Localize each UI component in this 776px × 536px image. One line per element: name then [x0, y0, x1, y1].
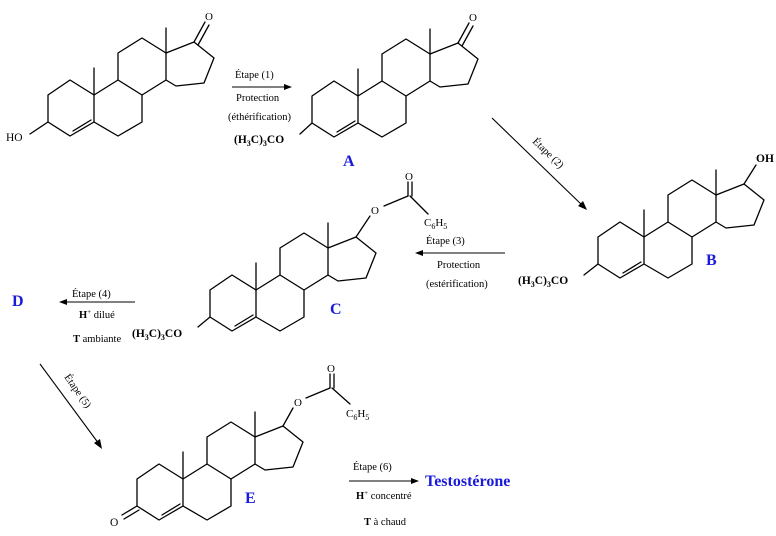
- steroid-skeleton: [29, 21, 215, 137]
- compound-a-label: A: [343, 153, 355, 170]
- compound-e-skeleton: [121, 373, 351, 521]
- step-6-condition: T à chaud: [364, 517, 407, 528]
- compound-e-ketone-oxygen: O: [110, 517, 118, 529]
- step-3-arrowhead: [415, 250, 423, 256]
- step-1-arrowhead: [284, 84, 292, 90]
- product-label: Testostérone: [425, 473, 510, 490]
- step-4-arrowhead: [59, 299, 67, 305]
- compound-a-structure: O (H3C)3CO A: [234, 12, 479, 170]
- compound-a-skeleton: [299, 22, 479, 138]
- compound-c-skeleton: [197, 181, 429, 332]
- step-5-arrow: [39, 363, 100, 445]
- compound-b-skeleton: [583, 164, 765, 279]
- ketone-oxygen: O: [205, 11, 213, 23]
- step-2-arrow: [491, 117, 584, 207]
- step-2-arrowhead: [578, 201, 587, 210]
- step-6-arrowhead: [411, 478, 419, 484]
- compound-a-ketone-oxygen: O: [469, 12, 477, 24]
- compound-c-phenyl: C6H5: [424, 217, 447, 231]
- step-2: Étape (2): [491, 117, 587, 210]
- compound-c-structure: O O C6H5 (H3C)3CO C: [132, 171, 447, 342]
- step-3-line1: Protection: [437, 260, 481, 271]
- step-1-label: Étape (1): [235, 69, 274, 81]
- step-4-reagent: H+ dilué: [79, 308, 115, 321]
- compound-e-ester-oxygen: O: [294, 397, 302, 409]
- compound-b-label: B: [706, 252, 717, 269]
- step-4: Étape (4) H+ dilué T ambiante: [59, 288, 135, 345]
- starting-steroid: O HO: [6, 11, 215, 144]
- step-5: Étape (5): [39, 363, 102, 449]
- step-2-label: Étape (2): [530, 136, 567, 172]
- step-5-arrowhead: [94, 439, 102, 449]
- step-3-label: Étape (3): [426, 235, 465, 247]
- compound-b-hydroxy: OH: [756, 153, 774, 165]
- compound-b-structure: OH (H3C)3CO B: [518, 153, 774, 289]
- compound-d-label: D: [12, 293, 24, 310]
- step-4-condition: T ambiante: [73, 334, 121, 345]
- step-3-line2: (estérification): [426, 279, 488, 290]
- compound-e-phenyl: C6H5: [346, 408, 369, 422]
- compound-e-carbonyl-oxygen: O: [327, 363, 335, 375]
- step-1-line2: (éthérification): [228, 112, 291, 123]
- step-6-label: Étape (6): [353, 461, 392, 473]
- step-5-label: Étape (5): [62, 372, 94, 411]
- compound-a-tbu-ether: (H3C)3CO: [234, 134, 284, 148]
- step-6-reagent: H+ concentré: [356, 489, 412, 502]
- step-3: Étape (3) Protection (estérification): [415, 235, 505, 290]
- hydroxy-group: HO: [6, 132, 23, 144]
- step-1: Étape (1) Protection (éthérification): [228, 69, 292, 123]
- compound-c-ester-oxygen: O: [371, 205, 379, 217]
- compound-c-carbonyl-oxygen: O: [405, 171, 413, 183]
- step-1-line1: Protection: [236, 93, 280, 104]
- step-4-label: Étape (4): [72, 288, 111, 300]
- compound-c-tbu-ether: (H3C)3CO: [132, 328, 182, 342]
- compound-c-label: C: [330, 301, 342, 318]
- compound-b-tbu-ether: (H3C)3CO: [518, 275, 568, 289]
- step-6: Étape (6) H+ concentré T à chaud: [349, 461, 419, 528]
- compound-e-label: E: [245, 490, 256, 507]
- compound-e-structure: O O C6H5 O E: [110, 363, 369, 529]
